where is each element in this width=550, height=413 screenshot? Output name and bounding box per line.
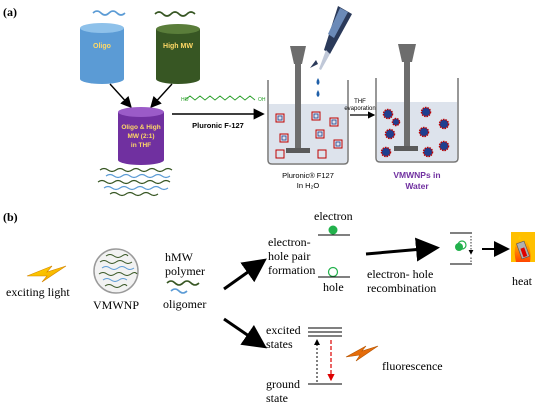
oligo-label: Oligo [93, 43, 111, 50]
hmw-chain-icon [166, 280, 200, 286]
pipette-icon [310, 6, 352, 70]
svg-text:OH: OH [258, 97, 266, 103]
heat-label: heat [512, 274, 533, 288]
svg-text:HO: HO [181, 97, 189, 103]
mix-cylinder: Oligo & High MW (2:1) in THF [118, 107, 164, 165]
recombination-box [450, 232, 474, 265]
hole-dot-icon [327, 266, 339, 278]
arrow-to-excited [223, 317, 267, 349]
oligomer-label: oligomer [163, 297, 206, 311]
recomb-label-1: electron- hole [367, 267, 433, 281]
arrow-oligo-to-mix [109, 83, 132, 109]
beaker-vmwnps [375, 44, 459, 163]
mix-label-2: MW (2:1) [127, 133, 154, 140]
recomb-label-2: recombination [367, 281, 436, 295]
electron-dot-icon [328, 225, 338, 235]
panel-a-label: (a) [3, 5, 17, 19]
high-mw-label: High MW [163, 43, 193, 50]
result-label-1: VMWNPs in [393, 170, 440, 180]
arrow-to-recombination [365, 237, 440, 262]
pluronic-label: Pluronic F-127 [192, 121, 244, 130]
high-mw-chain-icon [154, 11, 196, 17]
water-drops-icon [316, 78, 320, 97]
lightning-bolt-icon [26, 265, 67, 283]
excited-level-lines [308, 327, 342, 337]
hmw-label-1: hMW [165, 250, 194, 264]
evaporation-label: evaporation [344, 106, 375, 112]
ground-label-2: state [266, 391, 288, 405]
pluronic-structure-icon: HO OH [181, 95, 266, 103]
excited-label-1: excited [266, 323, 301, 337]
arrow-to-eh-pair [223, 258, 267, 291]
thf-label: THF [354, 99, 366, 105]
oligomer-chain-icon [170, 288, 188, 294]
ground-label-1: ground [266, 377, 300, 391]
hole-label: hole [323, 280, 344, 294]
exciting-light-label: exciting light [6, 285, 70, 299]
hmw-label-2: polymer [165, 264, 205, 278]
arrow-high-to-mix [150, 83, 173, 109]
result-label-2: Water [405, 181, 429, 191]
fluorescence-bolt-icon [345, 345, 379, 362]
beaker1-caption-2: In H₂O [297, 181, 320, 190]
eh-label-3: formation [268, 263, 315, 277]
eh-label-2: hole pair [268, 249, 310, 263]
high-mw-cylinder: High MW [156, 24, 200, 84]
mix-label-3: in THF [131, 142, 151, 149]
oligo-cylinder: Oligo [80, 23, 124, 84]
fluorescence-label: fluorescence [382, 359, 443, 373]
heat-icon [511, 232, 535, 262]
electron-label: electron [314, 209, 353, 223]
beaker1-caption-1: Pluronic® F127 [282, 171, 334, 180]
mix-label-1: Oligo & High [121, 124, 160, 131]
beaker-pluronic-water [267, 46, 349, 165]
vmwnp-label: VMWNP [93, 298, 139, 312]
excited-label-2: states [266, 337, 293, 351]
eh-label-1: electron- [268, 235, 311, 249]
mixed-chains-icon [97, 167, 173, 197]
panel-b-label: (b) [3, 210, 18, 224]
vmwnp-sphere-icon [93, 248, 139, 294]
oligo-chain-icon [92, 10, 126, 16]
